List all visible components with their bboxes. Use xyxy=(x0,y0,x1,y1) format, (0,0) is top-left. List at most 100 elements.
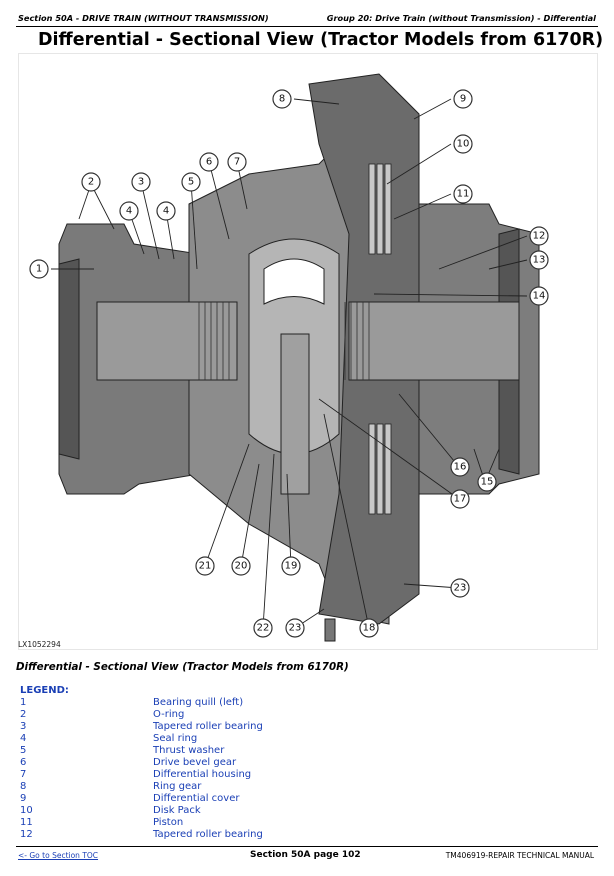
svg-text:4: 4 xyxy=(163,206,169,217)
callout-3: 3 xyxy=(131,172,151,192)
drain-plug xyxy=(324,618,336,642)
svg-text:11: 11 xyxy=(457,189,470,200)
svg-text:8: 8 xyxy=(279,94,285,105)
svg-text:4: 4 xyxy=(126,206,132,217)
spider-core xyxy=(263,258,325,305)
callout-23b: 23 xyxy=(450,578,470,598)
callout-12: 12 xyxy=(529,226,549,246)
svg-text:15: 15 xyxy=(481,477,494,488)
page-number: Section 50A page 102 xyxy=(250,850,361,860)
svg-text:23: 23 xyxy=(454,583,467,594)
figure-id: LX1052294 xyxy=(18,640,61,649)
legend-number: 5 xyxy=(20,745,27,756)
svg-text:16: 16 xyxy=(454,462,467,473)
legend-label: O-ring xyxy=(153,709,185,720)
sectional-view-figure: 1 2 3 4 4 5 6 7 8 9 10 11 12 13 14 15 16… xyxy=(18,53,598,650)
footer-divider xyxy=(16,846,598,847)
callout-2: 2 xyxy=(81,172,101,192)
legend-number: 4 xyxy=(20,733,27,744)
svg-text:10: 10 xyxy=(457,139,470,150)
svg-text:17: 17 xyxy=(454,494,467,505)
manual-id: TM406919-REPAIR TECHNICAL MANUAL xyxy=(445,851,594,860)
legend-item: 6 Drive bevel gear xyxy=(20,757,440,769)
legend-label: Disk Pack xyxy=(153,805,201,816)
figure-caption: Differential - Sectional View (Tractor M… xyxy=(16,661,349,673)
legend-item: 12 Tapered roller bearing xyxy=(20,829,440,841)
callout-20: 20 xyxy=(231,556,251,576)
callout-17: 17 xyxy=(450,489,470,509)
left-flange xyxy=(58,258,80,460)
callout-19: 19 xyxy=(281,556,301,576)
legend-item: 11 Piston xyxy=(20,817,440,829)
svg-text:9: 9 xyxy=(460,94,466,105)
svg-text:3: 3 xyxy=(138,177,144,188)
legend-number: 10 xyxy=(20,805,33,816)
legend-number: 1 xyxy=(20,697,27,708)
legend-label: Drive bevel gear xyxy=(153,757,237,768)
callout-18: 18 xyxy=(359,618,379,638)
legend-label: Seal ring xyxy=(153,733,198,744)
svg-text:12: 12 xyxy=(533,231,546,242)
callout-15: 15 xyxy=(477,472,497,492)
legend-item: 4 Seal ring xyxy=(20,733,440,745)
legend-number: 12 xyxy=(20,829,33,840)
legend-label: Bearing quill (left) xyxy=(153,697,244,708)
svg-text:7: 7 xyxy=(234,157,240,168)
callout-21: 21 xyxy=(195,556,215,576)
right-axle-shaft xyxy=(348,301,520,381)
legend-item: 8 Ring gear xyxy=(20,781,440,793)
legend-number: 3 xyxy=(20,721,27,732)
svg-text:20: 20 xyxy=(235,561,248,572)
callout-7: 7 xyxy=(227,152,247,172)
legend-label: Tapered roller bearing xyxy=(153,829,263,840)
page-title: Differential - Sectional View (Tractor M… xyxy=(38,30,604,50)
legend-number: 8 xyxy=(20,781,27,792)
legend-title: LEGEND: xyxy=(20,685,69,696)
right-spline xyxy=(338,302,370,380)
legend-number: 7 xyxy=(20,769,27,780)
legend-item: 2 O-ring xyxy=(20,709,440,721)
legend-label: Differential housing xyxy=(153,769,252,780)
svg-text:21: 21 xyxy=(199,561,212,572)
legend-label: Differential cover xyxy=(153,793,240,804)
callout-23a: 23 xyxy=(285,618,305,638)
legend-label: Thrust washer xyxy=(153,745,225,756)
legend-item: 7 Differential housing xyxy=(20,769,440,781)
legend-number: 11 xyxy=(20,817,33,828)
callout-14: 14 xyxy=(529,286,549,306)
header-group-title: Group 20: Drive Train (without Transmiss… xyxy=(326,13,596,23)
leader-lines xyxy=(51,98,528,629)
differential-drawing: 1 2 3 4 4 5 6 7 8 9 10 11 12 13 14 15 16… xyxy=(29,73,549,642)
svg-text:14: 14 xyxy=(533,291,546,302)
callout-5: 5 xyxy=(181,172,201,192)
disk-pack xyxy=(368,163,392,515)
legend-item: 1 Bearing quill (left) xyxy=(20,697,440,709)
legend-label: Ring gear xyxy=(153,781,202,792)
legend-label: Piston xyxy=(153,817,184,828)
cross-shaft xyxy=(280,333,310,495)
svg-text:23: 23 xyxy=(289,623,302,634)
callout-1: 1 xyxy=(29,259,49,279)
svg-text:13: 13 xyxy=(533,255,546,266)
svg-text:19: 19 xyxy=(285,561,298,572)
callout-11: 11 xyxy=(453,184,473,204)
section-toc-link[interactable]: <- Go to Section TOC xyxy=(18,851,99,860)
callout-22: 22 xyxy=(253,618,273,638)
svg-text:22: 22 xyxy=(257,623,270,634)
svg-text:1: 1 xyxy=(36,264,42,275)
svg-text:6: 6 xyxy=(206,157,212,168)
callout-6: 6 xyxy=(199,152,219,172)
callout-8: 8 xyxy=(272,89,292,109)
svg-text:18: 18 xyxy=(363,623,376,634)
left-axle-shaft xyxy=(96,301,238,381)
header-section-title: Section 50A - DRIVE TRAIN (WITHOUT TRANS… xyxy=(18,13,269,23)
callout-9: 9 xyxy=(453,89,473,109)
legend-number: 6 xyxy=(20,757,27,768)
callout-13: 13 xyxy=(529,250,549,270)
callout-10: 10 xyxy=(453,134,473,154)
legend-item: 10 Disk Pack xyxy=(20,805,440,817)
legend-number: 2 xyxy=(20,709,27,720)
